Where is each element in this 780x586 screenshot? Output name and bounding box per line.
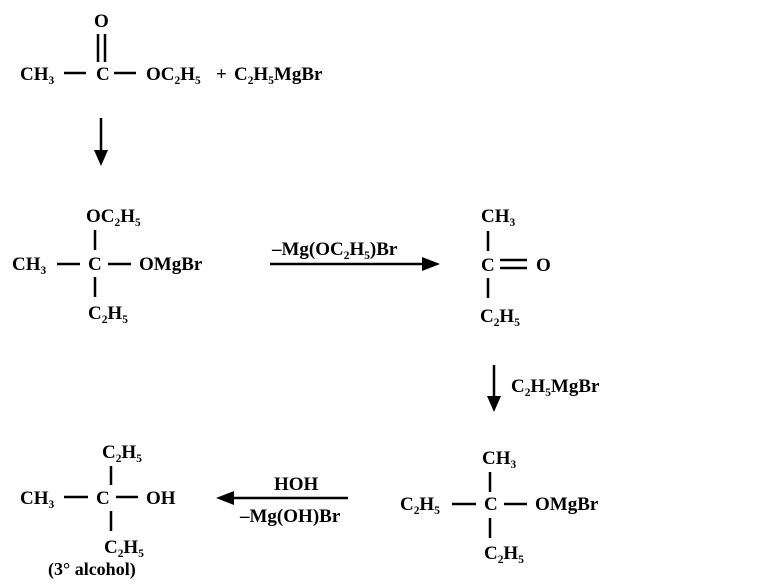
alcohol-structure: C₂H₅ CH₃ C OH C₂H₅ (3° alcohol) (20, 442, 176, 580)
ketone-carbon: C (481, 255, 495, 276)
ester-carbonyl-oxygen: O (94, 11, 109, 32)
plus-sign: + (216, 64, 227, 85)
ketone-structure: CH₃ C O C₂H₅ (480, 206, 551, 327)
intermediate-c2h5: C₂H₅ (88, 303, 128, 324)
alcohol-caption: (3° alcohol) (48, 559, 136, 580)
alkoxide-carbon: C (484, 494, 498, 515)
ester-carbon: C (96, 64, 110, 85)
alkoxide-c2h5-left: C₂H₅ (400, 494, 440, 515)
arrow-elimination-head (422, 257, 440, 271)
alcohol-ch3: CH₃ (20, 488, 55, 509)
intermediate-ch3: CH₃ (12, 254, 47, 275)
alcohol-carbon: C (96, 488, 110, 509)
alkoxide-c2h5-bottom: C₂H₅ (484, 543, 524, 564)
ketone-oxygen: O (536, 255, 551, 276)
ketone-c2h5: C₂H₅ (480, 306, 520, 327)
arrow-grignard: C₂H₅MgBr (487, 365, 600, 412)
intermediate-omgbr: OMgBr (139, 254, 203, 275)
hydrolysis-top-label: HOH (274, 474, 319, 495)
ester-structure: CH₃ C O OC₂H₅ + C₂H₅MgBr (20, 11, 323, 85)
alkoxide-ch3: CH₃ (482, 448, 517, 469)
ester-ch3: CH₃ (20, 64, 55, 85)
arrow-hydrolysis-head (216, 491, 234, 505)
reagent-grignard: C₂H₅MgBr (234, 64, 323, 85)
grignard-step-label: C₂H₅MgBr (511, 376, 600, 397)
arrow-grignard-head (487, 396, 501, 412)
elimination-label: –Mg(OC₂H₅)Br (271, 239, 398, 260)
ketone-ch3: CH₃ (481, 206, 516, 227)
arrow-hydrolysis: HOH –Mg(OH)Br (216, 474, 348, 527)
alkoxide-omgbr: OMgBr (535, 494, 599, 515)
intermediate-oc2h5: OC₂H₅ (86, 206, 141, 227)
intermediate-carbon: C (88, 254, 102, 275)
arrow-down-1-head (94, 150, 108, 166)
alkoxide-structure: CH₃ C₂H₅ C OMgBr C₂H₅ (400, 448, 599, 564)
hydrolysis-bottom-label: –Mg(OH)Br (239, 506, 341, 527)
alcohol-oh: OH (146, 488, 176, 509)
arrow-down-1 (94, 118, 108, 166)
ester-oc2h5: OC₂H₅ (146, 64, 201, 85)
alcohol-c2h5-top: C₂H₅ (102, 442, 142, 463)
intermediate-structure: OC₂H₅ CH₃ C OMgBr C₂H₅ (12, 206, 203, 324)
alcohol-c2h5-bottom: C₂H₅ (104, 537, 144, 558)
arrow-elimination: –Mg(OC₂H₅)Br (270, 239, 440, 271)
